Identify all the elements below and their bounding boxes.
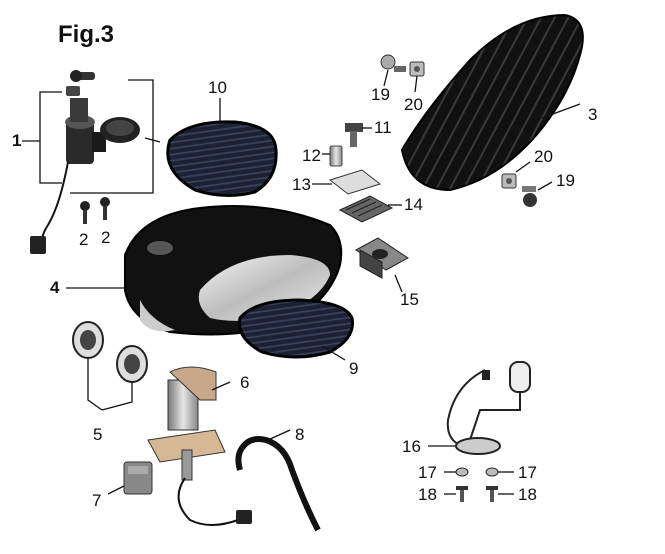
fasteners-right: 20 19 [501, 147, 575, 207]
switch-body [65, 98, 106, 164]
callout-4: 4 [50, 278, 60, 297]
bolt-icon [380, 54, 406, 72]
fuel-cap [147, 241, 173, 255]
knee-pad-10: 10 [166, 78, 278, 197]
filter-icon [116, 345, 148, 383]
callout-7: 7 [92, 491, 101, 510]
callout-16: 16 [402, 437, 421, 456]
switch-cap [100, 117, 140, 143]
bracket-15: 15 [355, 237, 419, 309]
callout-18b: 18 [518, 485, 537, 504]
screw-icon [486, 486, 498, 502]
bolt-11: 11 [345, 118, 392, 147]
callout-10: 10 [208, 78, 227, 97]
washer-icon [485, 467, 499, 477]
callout-19b: 19 [556, 171, 575, 190]
callout-2b: 2 [101, 228, 110, 247]
bolt-icon [522, 186, 537, 207]
washer-icon [455, 467, 469, 477]
relay-7: 7 [92, 461, 153, 510]
screw-icon [456, 486, 468, 502]
callout-6: 6 [240, 373, 249, 392]
key-icon [66, 70, 95, 96]
callout-19a: 19 [371, 85, 390, 104]
seat-3: 3 [400, 13, 597, 192]
float-icon [509, 361, 531, 393]
ignition-switch-set: 1 [12, 70, 161, 254]
callout-20b: 20 [534, 147, 553, 166]
callout-12: 12 [302, 146, 321, 165]
callout-11: 11 [374, 118, 392, 137]
callout-9: 9 [349, 359, 358, 378]
washers-screws: 17 17 18 18 [418, 463, 537, 504]
bracket-left [39, 91, 62, 184]
nut-icon [501, 173, 517, 189]
connector [30, 236, 46, 254]
callout-20a: 20 [404, 95, 423, 114]
bolt-icon [80, 201, 90, 224]
callout-3: 3 [588, 105, 597, 124]
fasteners-top: 19 20 [371, 54, 425, 114]
callout-2a: 2 [79, 230, 88, 249]
callout-5: 5 [93, 425, 102, 444]
callout-18a: 18 [418, 485, 437, 504]
fuel-level-sensor-16: 16 [402, 361, 531, 456]
plate-13: 13 [292, 169, 382, 195]
bolt-icon [100, 197, 110, 220]
collar-12: 12 [302, 145, 343, 167]
filter-icon [72, 321, 104, 359]
callout-14: 14 [404, 195, 423, 214]
figure-title: Fig.3 [58, 21, 114, 48]
callout-8: 8 [295, 425, 304, 444]
callout-13: 13 [292, 175, 311, 194]
fuel-pump-6: 6 [147, 366, 252, 526]
filters-5: 5 [72, 321, 148, 444]
bracket-14: 14 [338, 195, 423, 223]
callout-17b: 17 [518, 463, 537, 482]
nut-icon [409, 61, 425, 77]
callout-17a: 17 [418, 463, 437, 482]
callout-1: 1 [12, 131, 21, 150]
bolts-2: 2 2 [79, 197, 110, 249]
fuel-hose-8: 8 [235, 425, 321, 532]
callout-15: 15 [400, 290, 419, 309]
knee-pad-9: 9 [237, 298, 358, 378]
bracket-right [70, 79, 154, 194]
